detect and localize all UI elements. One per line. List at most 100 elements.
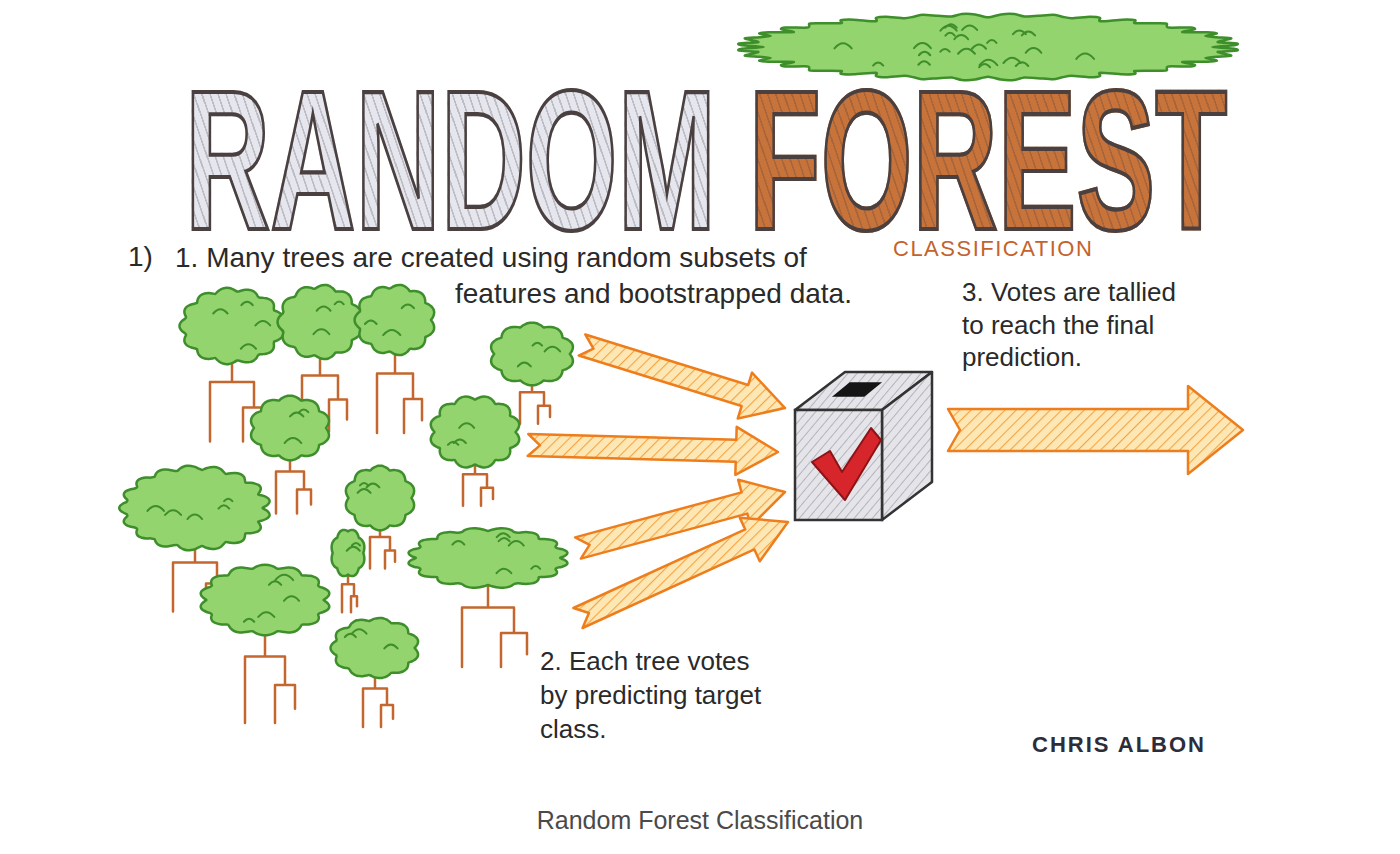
leaf-mark	[255, 321, 270, 325]
tree	[409, 528, 568, 588]
leaf-mark	[299, 409, 308, 412]
leaf-mark	[402, 304, 414, 308]
vote-arrow	[528, 427, 778, 475]
leaf-mark	[383, 330, 400, 335]
tree	[201, 565, 329, 636]
vote-arrow	[579, 334, 785, 418]
tree-canopy	[251, 396, 329, 461]
leaf-mark	[285, 438, 302, 443]
signature: CHRIS ALBON	[1032, 732, 1206, 758]
leaf-mark	[290, 412, 303, 416]
leaf-mark	[352, 543, 360, 545]
leaf-mark	[545, 347, 561, 352]
leaf-mark	[1022, 31, 1035, 35]
leaf-mark	[914, 43, 931, 48]
tree-canopy	[409, 528, 568, 588]
leaf-mark	[497, 569, 512, 573]
leaf-mark	[531, 566, 540, 569]
tree-trunk	[245, 628, 295, 723]
tree-canopies	[119, 285, 573, 678]
tree-canopy	[491, 323, 573, 386]
ballot-box	[795, 372, 932, 520]
tree-canopy	[278, 285, 362, 359]
leaf-mark	[954, 35, 968, 39]
tree-trunk	[276, 454, 311, 514]
leaf-mark	[945, 33, 954, 36]
leaf-mark	[345, 634, 356, 637]
step-note: 2. Each tree votes by predicting target …	[540, 645, 775, 746]
leaf-mark	[358, 489, 371, 493]
leaf-mark	[269, 581, 281, 585]
leaf-mark	[454, 439, 466, 443]
ballot-slot	[834, 383, 880, 396]
tree	[119, 466, 269, 550]
vote-arrows	[528, 334, 1243, 628]
leaf-mark	[213, 309, 227, 313]
leaf-mark	[244, 619, 254, 622]
figure-caption: Random Forest Classification	[0, 806, 1400, 835]
leaf-mark	[940, 49, 949, 52]
tree-canopy	[119, 466, 269, 550]
leaf-mark	[284, 596, 299, 601]
leaf-mark	[241, 302, 252, 305]
tree-canopy	[355, 285, 435, 355]
leaf-mark	[533, 343, 543, 346]
leaf-mark	[919, 52, 930, 55]
tree-trunk	[363, 672, 393, 727]
leaf-mark	[258, 612, 274, 617]
leaf-mark	[459, 423, 474, 427]
leaf-mark	[518, 363, 531, 367]
leaf-mark	[945, 24, 957, 27]
leaf-mark	[218, 505, 229, 508]
tree-canopy	[331, 618, 419, 678]
step-note: 1. Many trees are created using random s…	[175, 240, 885, 313]
tree-canopy	[332, 530, 365, 576]
tree	[491, 323, 573, 386]
leaf-mark	[1076, 54, 1094, 59]
leaf-mark	[497, 533, 510, 537]
leaf-mark	[165, 510, 181, 515]
tree	[278, 285, 362, 359]
leaf-mark	[352, 629, 367, 633]
tree-canopy	[431, 397, 519, 468]
leaf-mark	[958, 49, 975, 54]
ballot-box-side	[882, 372, 932, 520]
tree	[331, 618, 419, 678]
leaf-mark	[365, 320, 377, 323]
tree	[332, 530, 365, 576]
step-number: 1)	[128, 240, 153, 274]
tree	[431, 397, 519, 468]
leaf-mark	[384, 644, 397, 648]
leaf-mark	[367, 483, 380, 487]
leaf-mark	[499, 538, 510, 541]
leaf-mark	[317, 307, 331, 311]
tree	[179, 288, 283, 364]
tree	[251, 396, 329, 461]
leaf-mark	[987, 40, 996, 43]
subtitle: CLASSIFICATION	[893, 236, 1093, 262]
leaf-mark	[509, 541, 524, 545]
tree	[355, 285, 435, 355]
tree-trunk	[462, 582, 527, 667]
leaf-mark	[313, 329, 329, 334]
leaf-mark	[241, 344, 256, 349]
tree-canopy	[179, 288, 283, 364]
tree-canopy	[346, 466, 414, 531]
vote-arrow	[948, 386, 1243, 474]
leaf-mark	[224, 499, 232, 501]
leaf-mark	[1026, 48, 1042, 53]
tree-canopy	[201, 565, 329, 636]
tree	[346, 466, 414, 531]
leaf-mark	[834, 43, 851, 48]
leaf-mark	[962, 25, 977, 29]
vote-arrow	[573, 518, 788, 628]
step-note: 3. Votes are tallied to reach the final …	[962, 276, 1197, 374]
leaf-mark	[275, 575, 293, 580]
leaf-mark	[147, 506, 163, 511]
leaf-mark	[335, 302, 344, 305]
leaf-mark	[972, 45, 986, 49]
check-mark	[812, 428, 881, 500]
title-lettering: RANDOM FOREST	[185, 61, 1227, 259]
leaf-mark	[360, 483, 368, 485]
